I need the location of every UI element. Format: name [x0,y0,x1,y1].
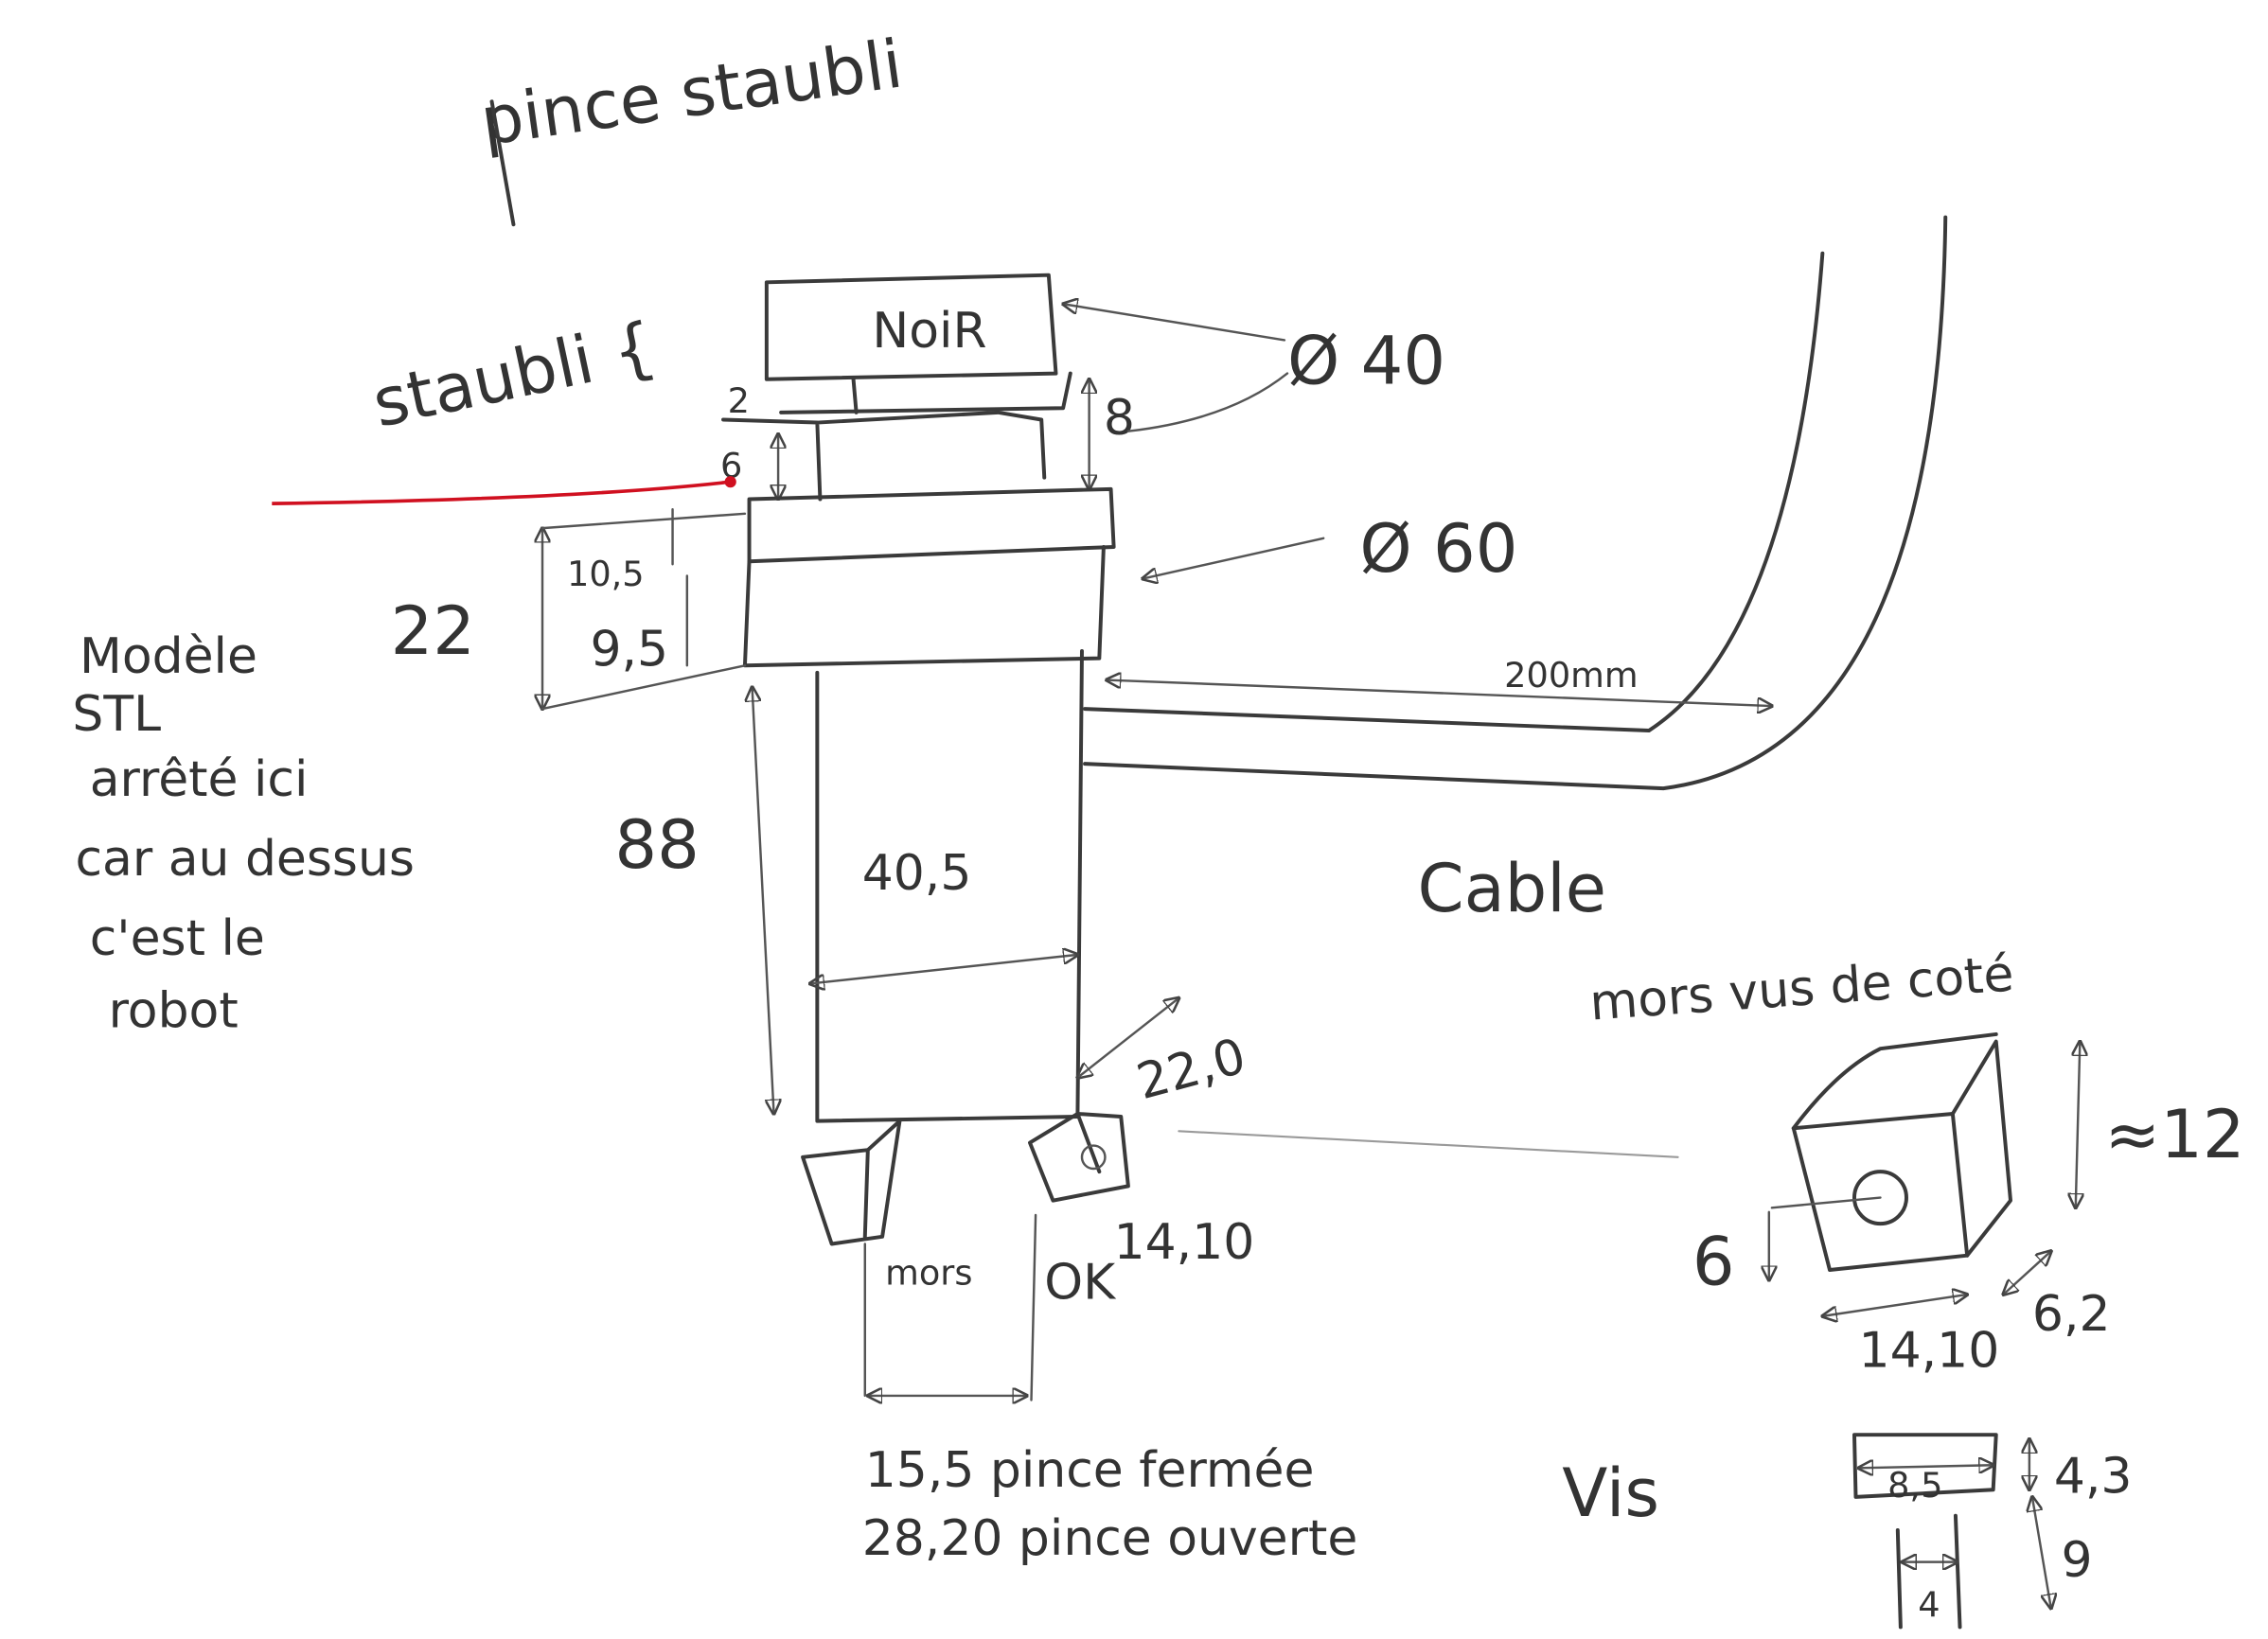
dia-40-label: Ø 40 [1287,322,1445,399]
dia-60-leader [1143,537,1325,579]
sketch-title: pince staubli [476,25,907,161]
dia-40-leader-2 [1126,372,1289,432]
note: Modèle STL arrêté ici car au dessus c'es… [72,628,415,1039]
screw-head-width-arrow [1859,1465,1993,1468]
dim-22: 22 [391,592,475,670]
flange-part [742,486,1116,668]
screw-head-height: 4,3 [2054,1448,2133,1505]
cable-length-label: 200mm [1504,655,1638,696]
dim-22-extension [540,512,747,711]
ok-label: OK [1044,1255,1117,1312]
jaw-view-title: mors vus de coté [1588,945,2016,1031]
note-line: robot [109,982,239,1039]
jaw-dim6: 6 [1692,1223,1735,1300]
dim-6: 6 [720,446,742,486]
cable-label: Cable [1417,850,1606,927]
note-line: c'est le [90,910,265,967]
dim-14-10: 14,10 [1114,1214,1255,1271]
jaw-leader [1178,1130,1679,1158]
jaw-cube [1770,1031,2012,1272]
dim-22-0-arrow [1077,998,1178,1078]
dim-88: 88 [614,806,699,884]
note-line: Modèle [80,628,257,685]
cable-outer [1083,215,1948,791]
noir-label: NoiR [872,303,986,360]
dim-40-5: 40,5 [862,845,972,902]
dia-40-leader [1063,304,1286,342]
screw-title: Vis [1562,1454,1659,1532]
jaws [801,1111,1130,1401]
closed-label: 15,5 pince fermée [865,1442,1315,1499]
jaw-depth: 6,2 [2032,1286,2111,1343]
note-line: car au dessus [75,831,415,888]
jaw-height: ≈12 [2104,1096,2244,1173]
noir-part [721,273,1072,502]
gripper-body [815,648,1084,1123]
jaw-width: 14,10 [1859,1322,2000,1379]
staubli-label: staubli { [366,308,663,443]
note-line: STL [72,686,161,743]
dim-10-5: 10,5 [567,554,645,594]
screw-length: 9 [2061,1532,2092,1589]
dim-8: 8 [1104,390,1135,447]
stl-cut-line [272,480,731,505]
dim-40-5-arrow [810,955,1078,984]
dim-22-0: 22,0 [1131,1028,1251,1111]
screw-drawing [1852,1433,1998,1630]
dim-9-5: 9,5 [590,621,668,678]
dim-small-arrows [671,508,689,667]
stl-cut-dot [724,476,736,488]
screw-head-width: 8,5 [1887,1465,1942,1506]
screw-length-arrow [2032,1497,2051,1609]
note-line: arrêté ici [90,751,309,808]
jaw-height-arrow [2076,1042,2081,1208]
jaw-width-arrow [1822,1295,1967,1316]
dim-88-arrow [753,687,774,1114]
jaw-depth-arrow [2003,1251,2050,1295]
open-label: 28,20 pince ouverte [862,1510,1358,1567]
mors-label: mors [885,1252,972,1293]
screw-shank-width: 4 [1918,1585,1940,1626]
cable-length-arrow [1107,680,1772,707]
dia-60-label: Ø 60 [1359,510,1517,588]
dim-2: 2 [728,380,750,421]
title-stroke [489,99,516,227]
